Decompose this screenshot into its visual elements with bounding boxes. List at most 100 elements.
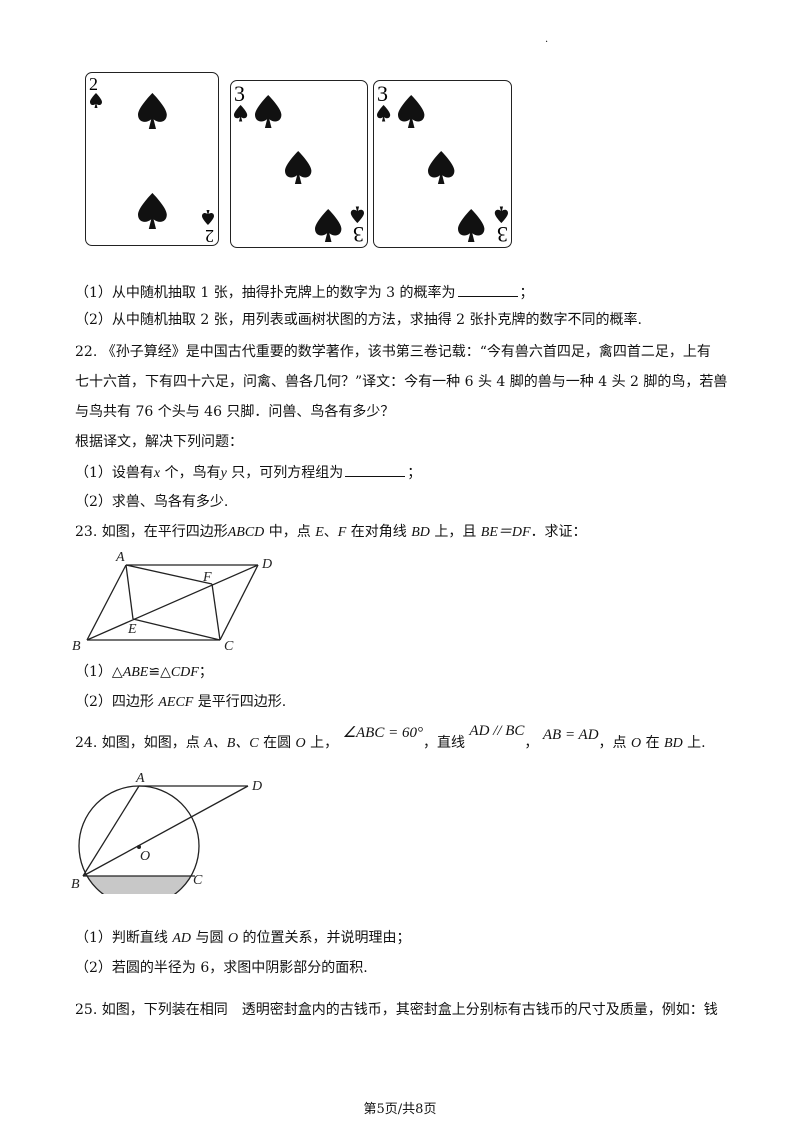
segment-ba: [82, 785, 140, 877]
q24-stem-f: ，点: [598, 735, 631, 751]
q23-abcd: ABCD: [227, 525, 265, 540]
shaded-region: [79, 876, 199, 894]
q24-stem: 24. 如图，如图，点 A、B、C 在圆 O 上， ∠ABC = 60°，直线 …: [75, 723, 706, 754]
spade-icon: [255, 95, 282, 128]
q22-part1: （1）设兽有x 个，鸟有y 只，可列方程组为 ；: [75, 462, 421, 484]
q22-stem-line1: 22. 《孙子算经》是中国古代重要的数学著作，该书第三卷记载：“今有兽六首四足，…: [75, 344, 711, 360]
var-x: x: [153, 466, 161, 481]
var-y: y: [220, 466, 227, 481]
q23-bd: BD: [411, 525, 430, 540]
q23-stem-f: ．求证：: [530, 524, 587, 540]
label-b: B: [72, 639, 81, 653]
label-d: D: [261, 557, 272, 572]
q23-stem: 23. 如图，在平行四边形ABCD 中，点 E、F 在对角线 BD 上，且 BE…: [75, 522, 587, 543]
q23-part2-a: （2）四边形: [75, 694, 159, 710]
q24-part1-a: （1）判断直线: [75, 930, 173, 946]
q24-ad: AD: [172, 931, 192, 946]
q22-part1-b: 个，鸟有: [160, 465, 221, 481]
spade-icon: [350, 206, 364, 223]
q24-stem-a: 24. 如图，如图，点: [75, 735, 205, 751]
q24-equal: AB = AD: [542, 727, 599, 743]
q24-part1-o: O: [227, 931, 239, 946]
q21-part2: （2）从中随机抽取 2 张，用列表或画树状图的方法，求抽得 2 张扑克牌的数字不…: [75, 312, 642, 328]
diagonal-bd: [86, 564, 259, 641]
spade-icon: [202, 210, 214, 225]
q22-stem-line2: 七十六首，下有四十六足，问禽、兽各几何？”译文：今有一种 6 头 4 脚的兽与一…: [75, 374, 728, 390]
q23-stem-c: 、: [323, 524, 338, 540]
card-3-face: 3 3: [377, 81, 508, 247]
card-2-face: 3 3: [234, 81, 364, 247]
q21-part1-text: （1）从中随机抽取 1 张，抽得扑克牌上的数字为 3 的概率为: [75, 285, 456, 301]
q23-part2-b: 是平行四边形.: [193, 694, 287, 710]
label-b: B: [71, 877, 80, 892]
q24-stem-d: ，直线: [422, 735, 465, 751]
spade-icon: [494, 206, 508, 223]
circle-figure: A B C D O: [71, 771, 262, 894]
q23-stem-b: 中，点: [264, 524, 316, 540]
q22-stem-line3: 与鸟共有 76 个头与 46 只脚．问兽、鸟各有多少？: [75, 404, 395, 420]
q24-stem-c: 上，: [305, 735, 339, 751]
q24-part1: （1）判断直线 AD 与圆 O 的位置关系，并说明理由；: [75, 928, 411, 949]
q22-part1-c: 只，可列方程组为: [226, 465, 344, 481]
card-1-rank-top: 2: [89, 74, 98, 94]
label-a: A: [115, 550, 125, 565]
q23-stem-e: 上，且: [429, 524, 481, 540]
q24-stem-h: 上.: [682, 735, 706, 751]
q24-parallel: AD // BC: [469, 723, 525, 739]
spade-icon: [234, 105, 248, 122]
card-3-rank-bottom: 3: [497, 222, 508, 247]
q24-stem-e: ，: [524, 735, 539, 751]
q24-part1-b: 与圆: [191, 930, 228, 946]
q22-part1-a: （1）设兽有: [75, 465, 154, 481]
spade-icon: [458, 209, 485, 242]
q24-part1-c: 的位置关系，并说明理由；: [238, 930, 411, 946]
q24-stem-g: 在: [641, 735, 665, 751]
spade-icon: [428, 151, 455, 184]
card-2: 3 3: [230, 80, 368, 248]
q25-stem-line1: 25. 如图，下列装在相同 透明密封盒内的古钱币，其密封盒上分别标有古钱币的尺寸…: [75, 1002, 718, 1018]
q24-points: A、B、C: [204, 736, 259, 751]
segment-ae: [125, 564, 134, 620]
card-2-rank-bottom: 3: [353, 222, 364, 247]
card-1-rank-bottom: 2: [205, 226, 214, 245]
q23-part1-end: ；: [198, 664, 213, 680]
q22-instruction: 根据译文，解决下列问题：: [75, 434, 243, 450]
q23-part2: （2）四边形 AECF 是平行四边形.: [75, 692, 286, 713]
q23-part1: （1）△ABE≌△CDF；: [75, 662, 213, 683]
segment-bd: [82, 785, 249, 877]
spade-icon: [285, 151, 312, 184]
label-f: F: [202, 570, 212, 585]
q23-stem-a: 23. 如图，在平行四边形: [75, 524, 228, 540]
q22-part1-end: ；: [407, 465, 422, 481]
label-a: A: [135, 771, 145, 786]
q23-e: E: [315, 525, 324, 540]
segment-fc: [211, 583, 221, 641]
q23-condition: BE＝DF: [480, 525, 531, 540]
q23-triangle-cdf: CDF: [170, 665, 199, 680]
q23-aecf: AECF: [158, 695, 194, 710]
spade-icon: [138, 193, 167, 229]
q24-o2: O: [631, 736, 642, 751]
q24-bd: BD: [664, 736, 683, 751]
spade-icon: [90, 93, 102, 108]
spade-icon: [377, 105, 391, 122]
label-o: O: [140, 849, 150, 864]
card-3-rank-top: 3: [377, 81, 388, 106]
q23-stem-d: 在对角线: [346, 524, 412, 540]
q24-stem-b: 在圆: [258, 735, 296, 751]
q24-part2: （2）若圆的半径为 6，求图中阴影部分的面积.: [75, 960, 368, 976]
segment-af: [125, 564, 213, 585]
q23-part1-a: （1）△: [75, 664, 123, 680]
spade-icon: [398, 95, 425, 128]
answer-blank: [345, 462, 406, 477]
q21-part1: （1）从中随机抽取 1 张，抽得扑克牌上的数字为 3 的概率为 ；: [75, 282, 534, 303]
segment-ba: [86, 564, 127, 641]
label-c: C: [224, 639, 234, 653]
answer-blank: [457, 282, 518, 297]
label-d: D: [251, 779, 262, 794]
card-2-rank-top: 3: [234, 81, 245, 106]
q21-part1-end: ；: [519, 285, 534, 301]
segment-ec: [132, 618, 221, 641]
spade-icon: [138, 93, 167, 129]
center-o-dot: [137, 845, 141, 849]
